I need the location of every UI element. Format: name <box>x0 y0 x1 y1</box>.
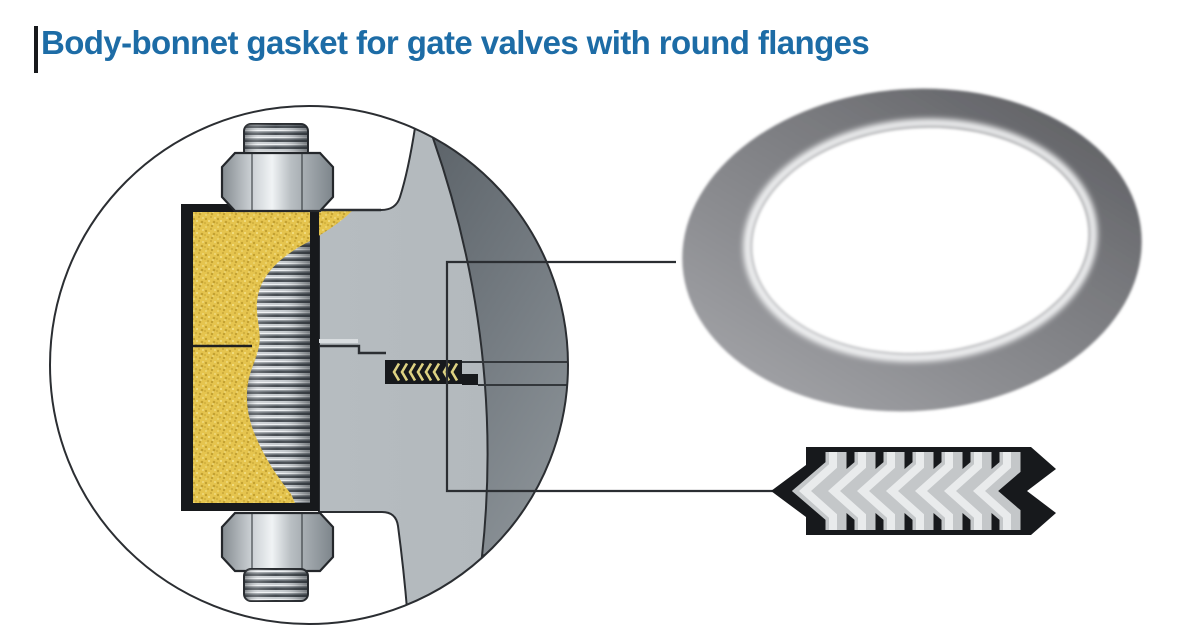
page-title-text: Body-bonnet gasket for gate valves with … <box>41 24 870 61</box>
section-outline-left <box>181 204 193 511</box>
yellow-section-area <box>193 211 352 503</box>
ring-inner-opening <box>752 128 1089 353</box>
groove-right-step <box>462 374 478 385</box>
stud-top-shading <box>244 124 308 158</box>
sectioned-flanges <box>181 204 352 511</box>
cross-section-windings <box>791 452 1021 530</box>
gasket-ring-photo <box>682 88 1142 412</box>
top-hex-nut <box>220 151 335 213</box>
stud-bottom-shading <box>244 569 308 601</box>
top-nut-face-edges <box>251 154 303 210</box>
gasket-cross-section <box>771 447 1056 535</box>
spiral-gasket-in-groove <box>385 360 462 384</box>
gasket-groove <box>319 208 567 386</box>
section-outline-right <box>310 206 319 509</box>
section-outline-bottom <box>181 503 319 511</box>
detail-circle-outline <box>49 105 569 625</box>
title-caret-bar <box>34 26 38 73</box>
cutaway-detail-circle <box>49 105 569 625</box>
bottom-hex-nut <box>220 511 335 573</box>
page-title: Body-bonnet gasket for gate valves with … <box>41 24 870 62</box>
groove-step-line <box>319 344 386 355</box>
ring-inner-highlight <box>743 119 1098 362</box>
bottom-nut-face-edges <box>251 514 303 570</box>
stud-bolt-assembly <box>220 123 335 602</box>
callout-bracket-line <box>445 260 773 493</box>
